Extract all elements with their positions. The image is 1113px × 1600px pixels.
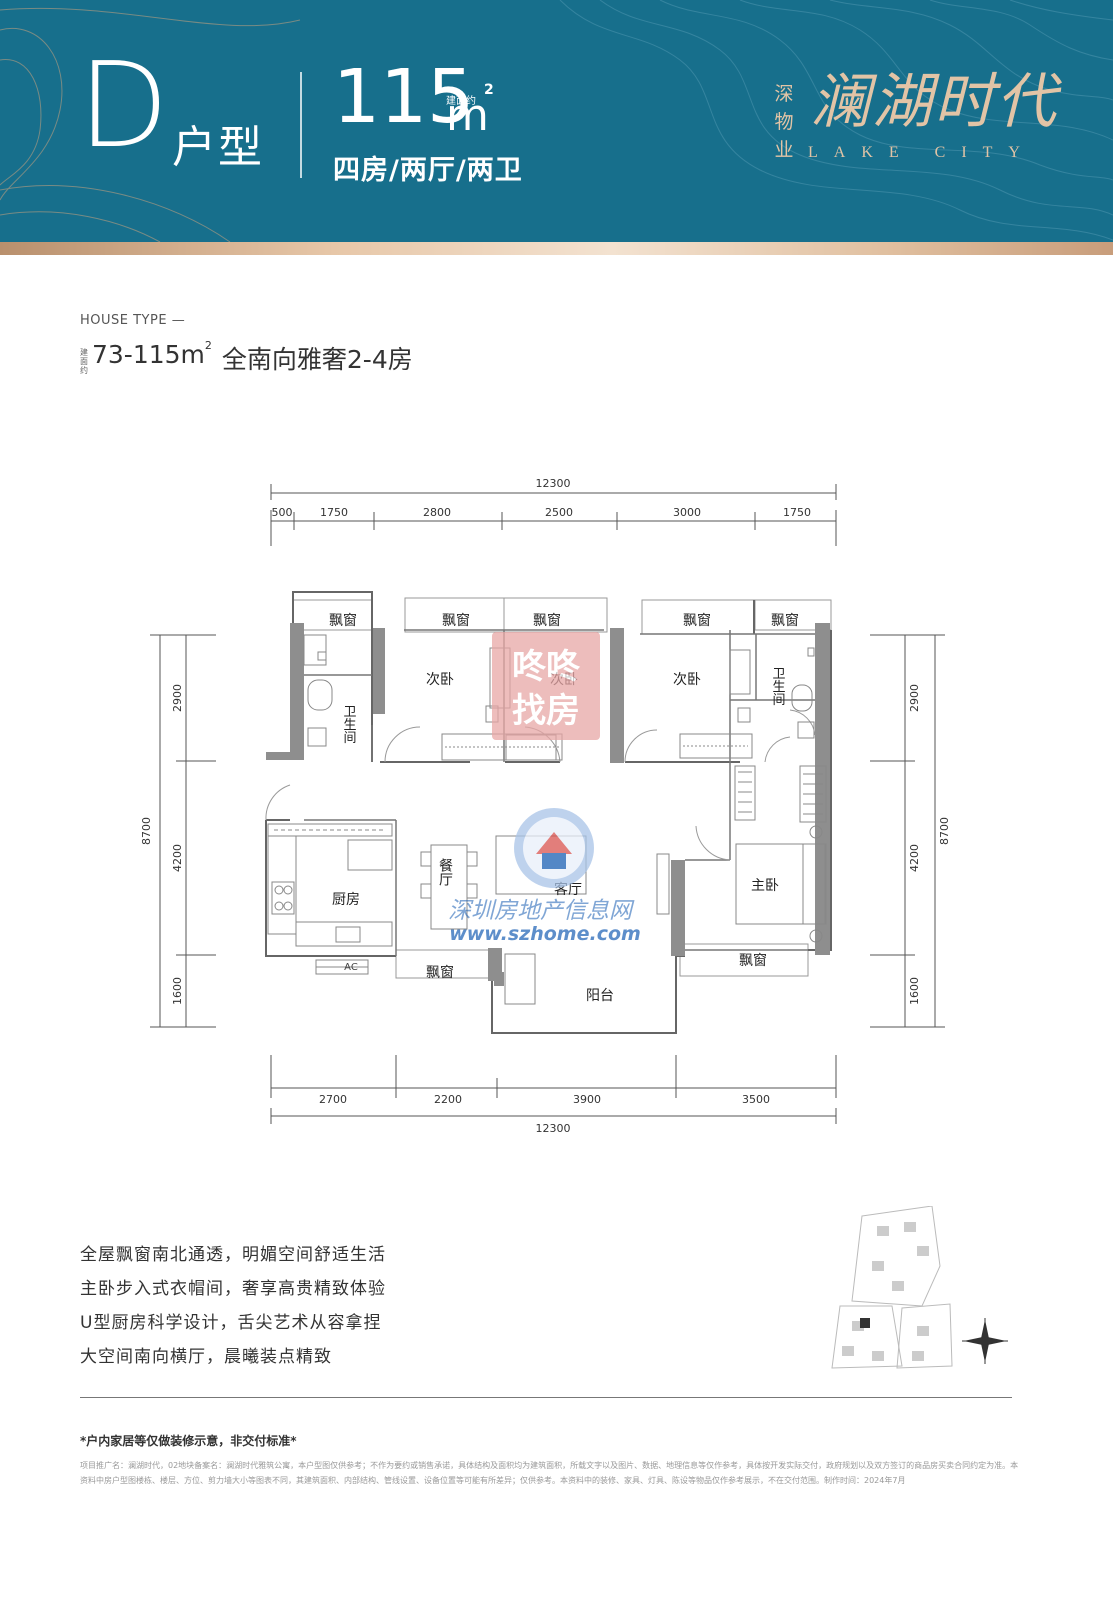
bay-window-label: 飘窗 — [739, 952, 767, 969]
developer-char: 物 — [774, 111, 794, 133]
left-dimension: 1600 — [171, 977, 184, 1005]
ac-label: AC — [344, 962, 358, 973]
bay-window-label: 飘窗 — [329, 612, 357, 629]
master-bedroom-label: 主卧 — [751, 878, 779, 894]
area-unit-superscript: 2 — [484, 82, 494, 98]
watermark-logo — [514, 808, 594, 888]
right-dimension: 2900 — [908, 684, 921, 712]
structural-walls — [266, 623, 830, 986]
developer-char: 业 — [774, 139, 794, 161]
area-range-description: 全南向雅奢2-4房 — [221, 345, 413, 374]
project-logo-cn: 澜湖时代 — [810, 67, 1058, 137]
bay-window-label: 飘窗 — [533, 612, 561, 629]
second-bedroom-label: 次卧 — [426, 672, 454, 688]
header-divider — [300, 72, 302, 178]
watermark-stamp-line1: 咚咚 — [512, 647, 581, 687]
left-total-dimension: 8700 — [140, 817, 153, 845]
area-unit: m — [446, 90, 489, 141]
header-banner: D 户型 115 建面约 m 2 四房/两厅/两卫 深 物 业 澜湖时代 LAK… — [0, 0, 1113, 242]
top-dimension: 2800 — [423, 506, 451, 519]
area-range-superscript: 2 — [204, 339, 212, 352]
bay-window-label: 飘窗 — [442, 612, 470, 629]
bottom-total-dimension: 12300 — [536, 1122, 571, 1135]
bay-window-label: 飘窗 — [426, 964, 454, 981]
second-bedroom-label: 次卧 — [673, 672, 701, 688]
area-range-tag: 建面约 — [80, 348, 88, 375]
project-logo-en: LAKE CITY — [808, 144, 1036, 161]
watermark-stamp-line2: 找房 — [512, 691, 580, 731]
balcony-label: 阳台 — [586, 988, 614, 1004]
house-type-letter: D — [78, 36, 169, 174]
left-dimension: 4200 — [171, 844, 184, 872]
house-type-label: HOUSE TYPE — — [80, 313, 186, 328]
bathroom-label: 卫生间 — [341, 705, 357, 744]
dining-room-label: 餐厅 — [437, 858, 453, 886]
watermark-site-name: 深圳房地产信息网 — [448, 898, 635, 924]
bottom-dimension-lines — [270, 1055, 837, 1124]
right-total-dimension: 8700 — [938, 817, 951, 845]
legal-fine-print: 项目推广名：澜湖时代，02地块备案名：澜湖时代雅筑公寓，本户型图仅供参考；不作为… — [80, 1461, 1019, 1485]
header-gold-band — [0, 242, 1113, 255]
watermark-stamp: 咚咚 找房 — [492, 632, 600, 740]
right-dimension-lines — [870, 634, 945, 1028]
feature-item: U型厨房科学设计，舌尖艺术从容拿捏 — [80, 1313, 382, 1333]
compass-icon — [962, 1318, 1008, 1364]
area-range: 73-115m — [92, 340, 205, 369]
bottom-dimension: 2200 — [434, 1093, 462, 1106]
feature-list: 全屋飘窗南北通透，明媚空间舒适生活 主卧步入式衣帽间，奢享高贵精致体验 U型厨房… — [80, 1238, 386, 1374]
kitchen-fixtures — [267, 823, 393, 975]
right-dimension: 1600 — [908, 977, 921, 1005]
bottom-dimension: 3500 — [742, 1093, 770, 1106]
room-config: 四房/两厅/两卫 — [333, 155, 523, 186]
top-dimension: 500 — [272, 506, 293, 519]
left-dimension: 2900 — [171, 684, 184, 712]
contour-lines-decoration — [0, 0, 1113, 242]
house-type-suffix: 户型 — [172, 122, 264, 173]
developer-char: 深 — [774, 83, 794, 105]
disclaimer: *户内家居等仅做装修示意，非交付标准* — [80, 1434, 297, 1448]
top-dimension-lines — [270, 484, 837, 546]
top-dimension: 1750 — [783, 506, 811, 519]
feature-item: 大空间南向横厅，晨曦装点精致 — [80, 1347, 332, 1367]
site-location-map — [831, 1206, 1008, 1369]
developer-name-vertical: 深 物 业 — [773, 80, 795, 164]
footer-divider — [80, 1397, 1012, 1398]
bathroom-label: 卫生间 — [770, 667, 786, 706]
area-tag: 建面约 — [446, 96, 476, 107]
area-number: 115 — [333, 54, 475, 140]
top-total-dimension: 12300 — [536, 477, 571, 490]
kitchen-label: 厨房 — [332, 892, 360, 908]
bay-window-label: 飘窗 — [683, 612, 711, 629]
top-dimension: 3000 — [673, 506, 701, 519]
floor-plan: 12300 500 1750 2800 2500 3000 1750 8700 … — [140, 477, 951, 1135]
bay-window-label: 飘窗 — [771, 612, 799, 629]
feature-item: 全屋飘窗南北通透，明媚空间舒适生活 — [80, 1245, 386, 1265]
left-dimension-lines — [150, 634, 216, 1028]
bottom-dimension: 3900 — [573, 1093, 601, 1106]
area-range-line: 建面约 73-115m 2 全南向雅奢2-4房 — [80, 339, 413, 376]
current-building-marker — [860, 1318, 870, 1328]
top-dimension: 1750 — [320, 506, 348, 519]
top-dimension: 2500 — [545, 506, 573, 519]
watermark-site-url: www.szhome.com — [449, 923, 641, 945]
right-dimension: 4200 — [908, 844, 921, 872]
feature-item: 主卧步入式衣帽间，奢享高贵精致体验 — [80, 1279, 386, 1299]
door-swings — [265, 709, 816, 861]
bottom-dimension: 2700 — [319, 1093, 347, 1106]
